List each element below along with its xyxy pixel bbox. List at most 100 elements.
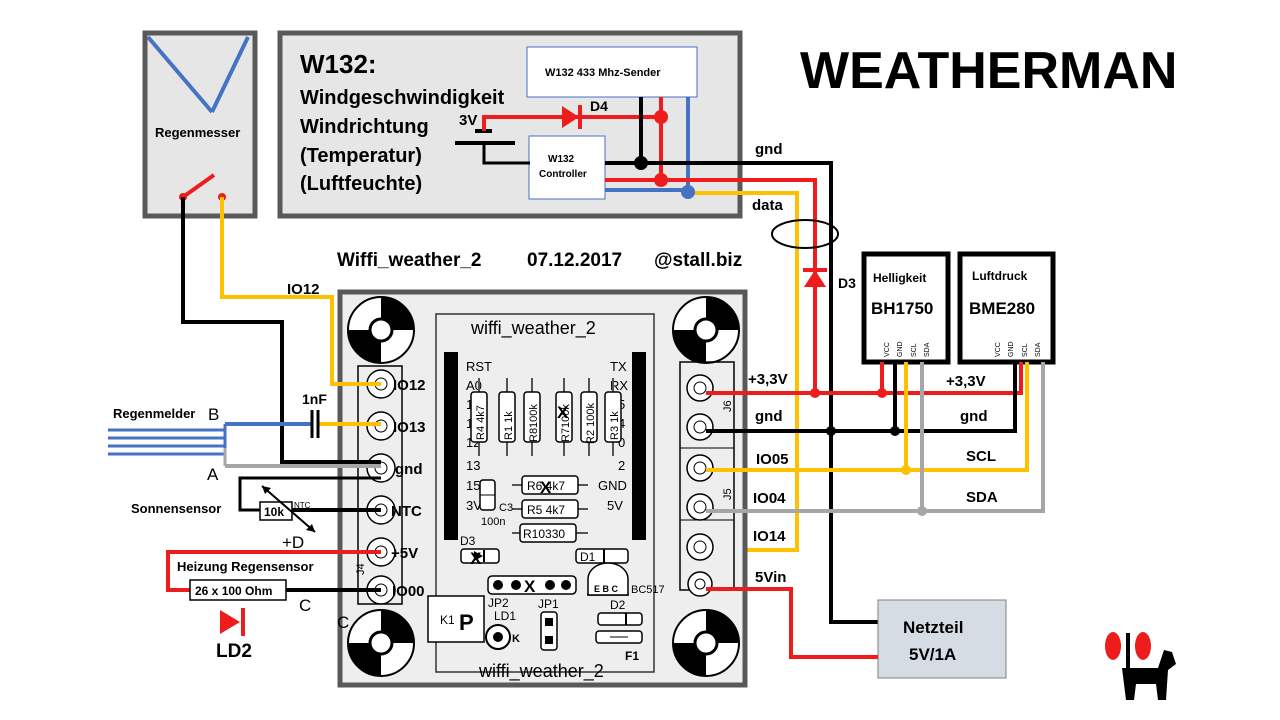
terminal-gnd-left: gnd: [395, 461, 423, 478]
ntc-symbol-label: NTC: [294, 501, 311, 510]
power-supply: Netzteil 5V/1A: [877, 599, 1007, 679]
r8-label: R8100k: [528, 404, 540, 442]
header-left-0: RST: [466, 359, 492, 374]
terminal-5vin: 5Vin: [755, 569, 786, 586]
r7-label: R7100k: [560, 404, 572, 442]
rain-detector-b: B: [208, 405, 219, 424]
rain-gauge-label: Regenmesser: [155, 125, 240, 140]
j5-label: J5: [722, 488, 734, 500]
r10-label: R10330: [523, 527, 565, 541]
jp2-removed-mark: X: [524, 577, 536, 596]
ntc-value: 10k: [264, 505, 284, 519]
resistor-r2: R2 100k: [580, 378, 598, 456]
bh1750-title: Helligkeit: [873, 271, 926, 285]
bh1750-pin-sda: SDA: [924, 342, 931, 357]
ld1-k-label: K: [512, 633, 520, 645]
mounting-hole-bl: [347, 609, 415, 677]
terminal-io14: IO14: [753, 528, 786, 545]
bus-scl-label: SCL: [966, 448, 996, 465]
jp1-label: JP1: [538, 597, 559, 611]
w132-sender-box: [526, 46, 698, 98]
d4-diode-symbol: [562, 106, 579, 128]
gnd-wire-label: gnd: [755, 141, 783, 158]
w132-controller-box: [528, 135, 606, 200]
bh1750-module: Helligkeit BH1750 VCC GND SCL SDA: [861, 251, 951, 365]
r6-removed-mark: X: [540, 478, 552, 497]
header-left-1: A0: [466, 378, 482, 393]
c3-label: C3: [499, 502, 513, 514]
bh1750-pin-gnd: GND: [897, 341, 904, 357]
header-right-7: 5V: [607, 498, 623, 513]
stall-biz-logo: [1105, 632, 1176, 700]
r3-label: R3 1k: [609, 411, 621, 440]
connector-k1: K1 P: [427, 595, 485, 643]
resistor-r5: R5 4k7: [512, 499, 588, 519]
terminal-3v3: +3,3V: [748, 371, 788, 388]
f1-label: F1: [625, 649, 639, 663]
jumper-jp1: JP1: [538, 597, 559, 651]
mounting-hole-tr: [672, 296, 740, 364]
w132-line-4: (Luftfeuchte): [300, 173, 422, 195]
p-label: P: [459, 610, 474, 635]
resistor-r3: R3 1k: [604, 378, 622, 456]
rain-detector-comb: [108, 424, 227, 466]
pcb-board: wiffi_weather_2 wiffi_weather_2: [337, 289, 748, 688]
transistor-label: BC517: [631, 584, 665, 596]
d3-removed-mark: X: [470, 549, 482, 568]
bh1750-pin-scl: SCL: [911, 343, 918, 357]
terminal-io13: IO13: [393, 419, 426, 436]
bh1750-chip: BH1750: [871, 299, 933, 318]
j4-label: J4: [355, 563, 367, 575]
page-title: WEATHERMAN: [800, 42, 1177, 100]
d1-label: D1: [580, 550, 596, 564]
r2-label: R2 100k: [585, 403, 597, 444]
d3-wire-label: D3: [838, 275, 856, 291]
d3-external-diode: [804, 270, 826, 287]
d-plus-label: +D: [282, 533, 304, 552]
diode-d2-fuse-f1: D2 F1: [595, 598, 643, 663]
bme280-chip: BME280: [969, 299, 1035, 318]
c3-value: 100n: [481, 516, 505, 528]
terminal-io00: IO00: [392, 583, 425, 600]
right-terminal-screws: [686, 374, 714, 597]
resistor-r7: R7100k X: [555, 378, 573, 456]
heater-resistor: [189, 579, 287, 601]
w132-sender-label: W132 433 Mhz-Sender: [545, 67, 661, 79]
terminal-5v: +5V: [391, 545, 418, 562]
ld1-label: LD1: [494, 609, 516, 623]
transistor-pins: E B C: [594, 584, 619, 594]
board-diode-d1: D1: [540, 546, 629, 564]
jp2-label: JP2: [488, 596, 509, 610]
heater-value: 26 x 100 Ohm: [195, 584, 272, 598]
d4-label: D4: [590, 98, 608, 114]
heater-label: Heizung Regensensor: [177, 559, 314, 574]
k1-label: K1: [440, 613, 455, 627]
terminal-io05: IO05: [756, 451, 789, 468]
bus-3v3-label: +3,3V: [946, 373, 986, 390]
r6-label: R6 4k7: [527, 479, 565, 493]
capacitor-c3: C3 100n: [479, 479, 513, 528]
d2-label: D2: [610, 598, 626, 612]
terminal-io04: IO04: [753, 490, 786, 507]
mounting-hole-tl: [347, 296, 415, 364]
w132-controller-line2: Controller: [539, 169, 587, 180]
ferrite-ring: [771, 219, 839, 249]
bme280-pin-scl: SCL: [1022, 343, 1029, 357]
w132-heading: W132:: [300, 49, 377, 79]
w132-wires: gnd data D3: [605, 97, 878, 624]
header-left-6: 15: [466, 478, 480, 493]
date-subtitle: 07.12.2017: [527, 250, 622, 271]
capacitor-1nf-label: 1nF: [302, 391, 327, 407]
board-subtitle: Wiffi_weather_2: [337, 250, 482, 271]
terminal-io12: IO12: [393, 377, 426, 394]
psu-line1: Netzteil: [903, 618, 963, 637]
bme280-title: Luftdruck: [972, 269, 1028, 283]
led-ld1: LD1 K: [485, 609, 520, 650]
resistor-r1: R1 1k: [498, 378, 516, 456]
resistor-r10: R10330: [512, 523, 588, 543]
bus-gnd-label: gnd: [960, 408, 988, 425]
ld2-label: LD2: [216, 641, 252, 662]
right-wiring: [706, 362, 1045, 659]
r1-label: R1 1k: [503, 411, 515, 440]
